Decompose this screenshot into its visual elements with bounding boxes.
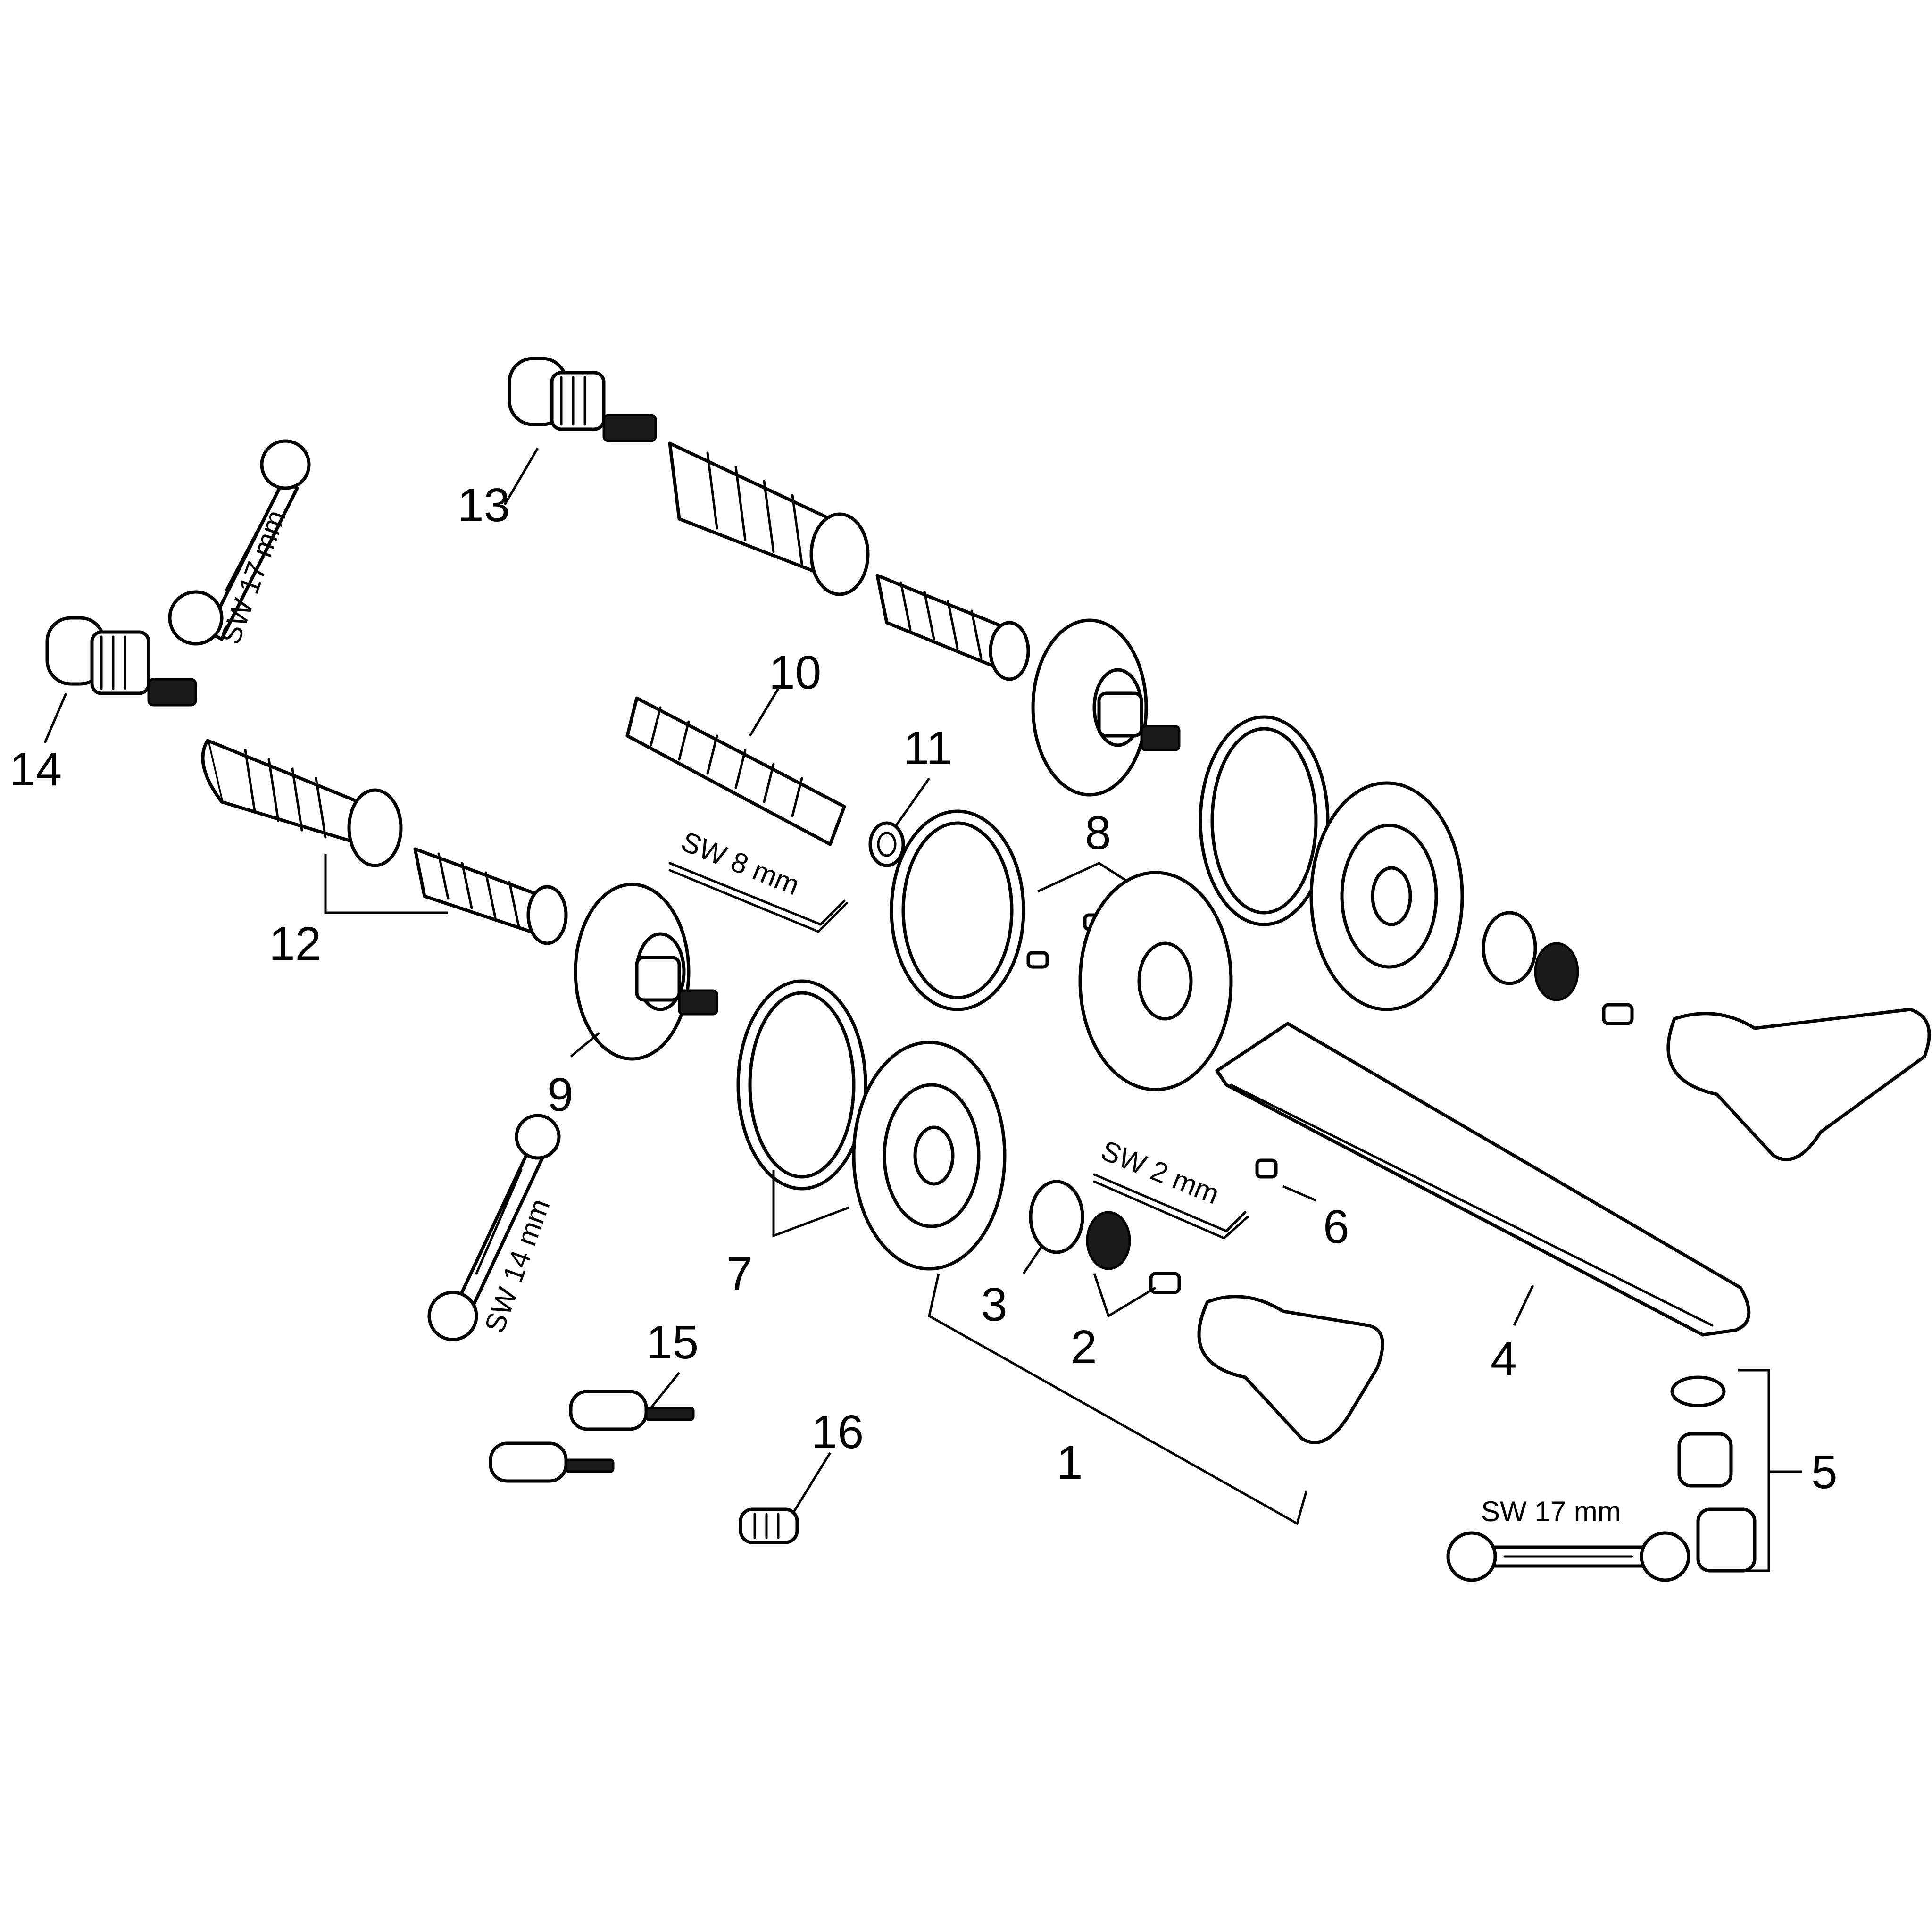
part-number-10: 10 bbox=[769, 646, 821, 699]
extension-sleeve-12a[interactable] bbox=[201, 739, 403, 867]
part-number-6: 6 bbox=[1323, 1200, 1349, 1253]
part-number-3: 3 bbox=[981, 1278, 1008, 1331]
aerator-5b[interactable] bbox=[1696, 1507, 1757, 1573]
allen-key-sw8-icon bbox=[668, 862, 848, 933]
part-number-1: 1 bbox=[1057, 1436, 1083, 1489]
wrench-sw17-bottom-icon bbox=[1446, 1531, 1690, 1582]
part-number-13: 13 bbox=[458, 479, 510, 532]
part-number-14: 14 bbox=[9, 743, 62, 796]
extension-sleeve-upper-b[interactable] bbox=[875, 574, 1030, 681]
tool-label-sw17-bottom: SW 17 mm bbox=[1481, 1496, 1621, 1527]
part-number-12: 12 bbox=[269, 917, 321, 970]
flange-9[interactable] bbox=[574, 883, 718, 1061]
part-number-7: 7 bbox=[726, 1248, 753, 1300]
extension-sleeve-upper-a[interactable] bbox=[668, 441, 870, 596]
fitting-16[interactable] bbox=[739, 1507, 799, 1544]
part-number-11: 11 bbox=[903, 722, 952, 774]
ring-upper[interactable] bbox=[1199, 715, 1330, 926]
ring-7[interactable] bbox=[736, 979, 867, 1191]
extension-15b[interactable] bbox=[489, 1441, 615, 1483]
grub-screw-6[interactable] bbox=[1255, 1158, 1278, 1179]
adapter-upper[interactable] bbox=[1534, 942, 1579, 1001]
wrench-sw17-top-icon bbox=[168, 439, 311, 646]
extension-sleeve-12b[interactable] bbox=[413, 847, 568, 945]
nut-11[interactable] bbox=[868, 821, 905, 867]
part-number-5: 5 bbox=[1811, 1446, 1838, 1499]
allen-key-sw2-icon bbox=[1093, 1173, 1249, 1240]
o-ring-upper[interactable] bbox=[1482, 911, 1537, 985]
flange-upper[interactable] bbox=[1031, 618, 1181, 797]
o-ring-3[interactable] bbox=[1029, 1180, 1084, 1254]
wrench-sw14-icon bbox=[427, 1114, 561, 1341]
screw-upper[interactable] bbox=[1602, 1003, 1634, 1025]
rosette-7[interactable] bbox=[852, 1041, 1007, 1271]
handle-upper[interactable] bbox=[1666, 1008, 1931, 1161]
part-number-2: 2 bbox=[1071, 1321, 1097, 1374]
rosette-upper[interactable] bbox=[1309, 781, 1464, 1011]
washer-5[interactable] bbox=[1670, 1375, 1726, 1407]
extension-15a[interactable] bbox=[569, 1390, 695, 1431]
cartridge-14[interactable] bbox=[45, 616, 197, 707]
tool-label-sw2: SW 2 mm bbox=[1097, 1134, 1224, 1210]
cartridge-13[interactable] bbox=[508, 357, 657, 442]
adapter-2[interactable] bbox=[1086, 1211, 1131, 1270]
spout-4[interactable] bbox=[1215, 1022, 1751, 1337]
part-number-16: 16 bbox=[811, 1406, 864, 1458]
handle-lower[interactable] bbox=[1197, 1295, 1384, 1444]
part-number-15: 15 bbox=[646, 1316, 699, 1369]
central-flange-plate[interactable] bbox=[1078, 871, 1233, 1091]
split-ring-8[interactable] bbox=[890, 809, 1025, 1011]
part-number-8: 8 bbox=[1085, 807, 1111, 859]
long-sleeve-10[interactable] bbox=[625, 696, 846, 846]
part-number-9: 9 bbox=[547, 1068, 574, 1121]
tool-label-sw17-top: SW 17 mm bbox=[214, 506, 291, 649]
tool-label-sw8: SW 8 mm bbox=[677, 825, 804, 901]
part-number-4: 4 bbox=[1491, 1332, 1517, 1385]
screw-2[interactable] bbox=[1149, 1272, 1181, 1294]
aerator-5a[interactable] bbox=[1677, 1432, 1733, 1488]
